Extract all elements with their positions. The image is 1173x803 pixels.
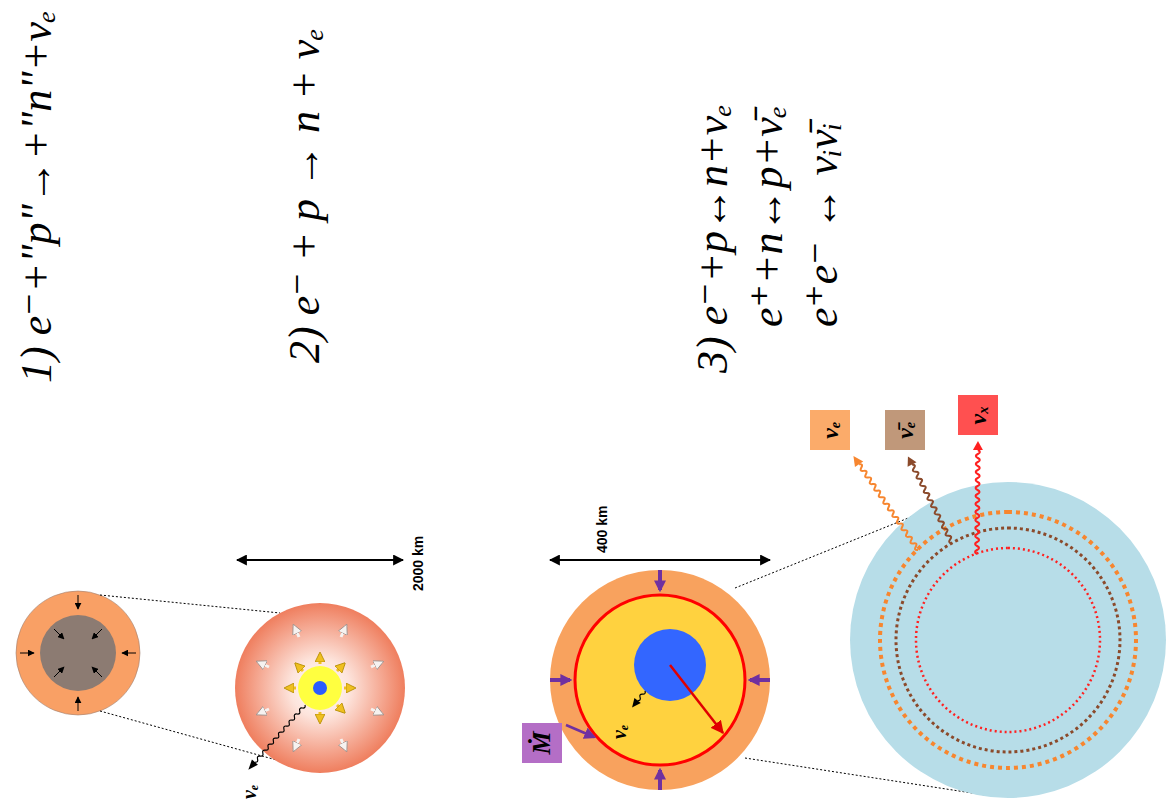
inner-core: [40, 615, 116, 691]
dimension-label: 2000 km: [410, 536, 426, 591]
hot-core: [298, 666, 342, 710]
neutrino-wave: [245, 702, 308, 772]
outflow-arrow: [258, 662, 269, 667]
shock-arrow: [286, 687, 296, 690]
outflow-arrow: [294, 739, 299, 750]
dimension-arrow: [550, 559, 770, 561]
reaction-equation: 1) e⁻+"p"→+"n"+νₑ: [12, 11, 63, 383]
infall-arrow: [78, 697, 79, 711]
stalled-shock: [575, 595, 745, 765]
shock-radius-arrow: [670, 665, 723, 733]
neutrino-wave: [972, 441, 983, 554]
outflow-arrow: [371, 662, 382, 667]
infall-arrow: [550, 678, 570, 682]
outflow-arrow: [341, 739, 346, 750]
infall-arrow: [92, 629, 102, 639]
shock-arrow: [337, 664, 344, 671]
dimension-label: 400 km: [594, 506, 610, 553]
accretion-arrow: [566, 725, 594, 737]
infall-arrow: [658, 570, 662, 590]
infall-arrow: [78, 595, 79, 609]
neutrino-flavor-box: ν̄ₑ: [885, 410, 925, 450]
infall-arrow: [122, 653, 136, 654]
shock-arrow: [344, 687, 354, 690]
proto-neutron-star-zoom: [850, 482, 1166, 798]
shock-arrow: [296, 664, 303, 671]
infall-arrow: [658, 770, 662, 790]
node-text: ν̄ₑ: [892, 421, 918, 438]
reaction-equation: e⁺e⁻ ↔ νᵢν̄ᵢ: [798, 123, 849, 328]
shock-sphere: [235, 603, 405, 773]
node-text: νₓ: [965, 406, 991, 425]
neutrino-flavor-box: νₑ: [810, 410, 850, 450]
neutrinosphere-view: [849, 441, 1166, 798]
accretion-rate-box: Ṁ: [522, 723, 562, 763]
shock-arrow: [337, 705, 344, 712]
neutrino-label: νₑ: [238, 785, 261, 799]
infall-arrow: [54, 629, 64, 639]
outflow-arrow: [258, 709, 269, 714]
reaction-equation: 2) e⁻ + p → n + νₑ: [280, 28, 331, 363]
hot-mantle: [575, 595, 745, 765]
neutrino-label: νₑ: [608, 725, 631, 739]
shock-arrow: [319, 654, 322, 664]
reaction-equation: 3) e⁻+p↔n+νₑ: [688, 104, 739, 373]
electron-neutrinosphere: [880, 512, 1136, 768]
neutrino-flavor-box: νₓ: [958, 395, 998, 435]
node-text: Ṁ: [528, 731, 557, 754]
proto-neutron-star: [313, 681, 327, 695]
node-text: νₑ: [817, 421, 843, 438]
accreting-envelope: [550, 570, 770, 790]
infall-arrow: [54, 667, 64, 677]
outflow-arrow: [294, 626, 299, 637]
infall-arrow: [92, 667, 102, 677]
zoom-line: [100, 595, 280, 613]
reaction-equation: e⁺+n↔p+ν̄ₑ: [743, 106, 794, 327]
neutrino-wave: [904, 454, 957, 545]
shocked-envelope: [235, 603, 405, 773]
dimension-arrow: [237, 559, 403, 561]
outflow-arrow: [371, 709, 382, 714]
shock-arrow: [319, 712, 322, 722]
infall-arrow: [750, 678, 770, 682]
antineutrinosphere: [896, 528, 1120, 752]
outer-shell: [16, 591, 140, 715]
neutrino-wave: [629, 689, 648, 710]
outflow-arrow: [341, 626, 346, 637]
collapsing-core: [16, 591, 140, 715]
infall-arrow: [20, 653, 34, 654]
accretion-sphere: [550, 570, 770, 790]
heavy-neutrinosphere: [916, 548, 1100, 732]
neutrino-wave: [849, 453, 922, 553]
